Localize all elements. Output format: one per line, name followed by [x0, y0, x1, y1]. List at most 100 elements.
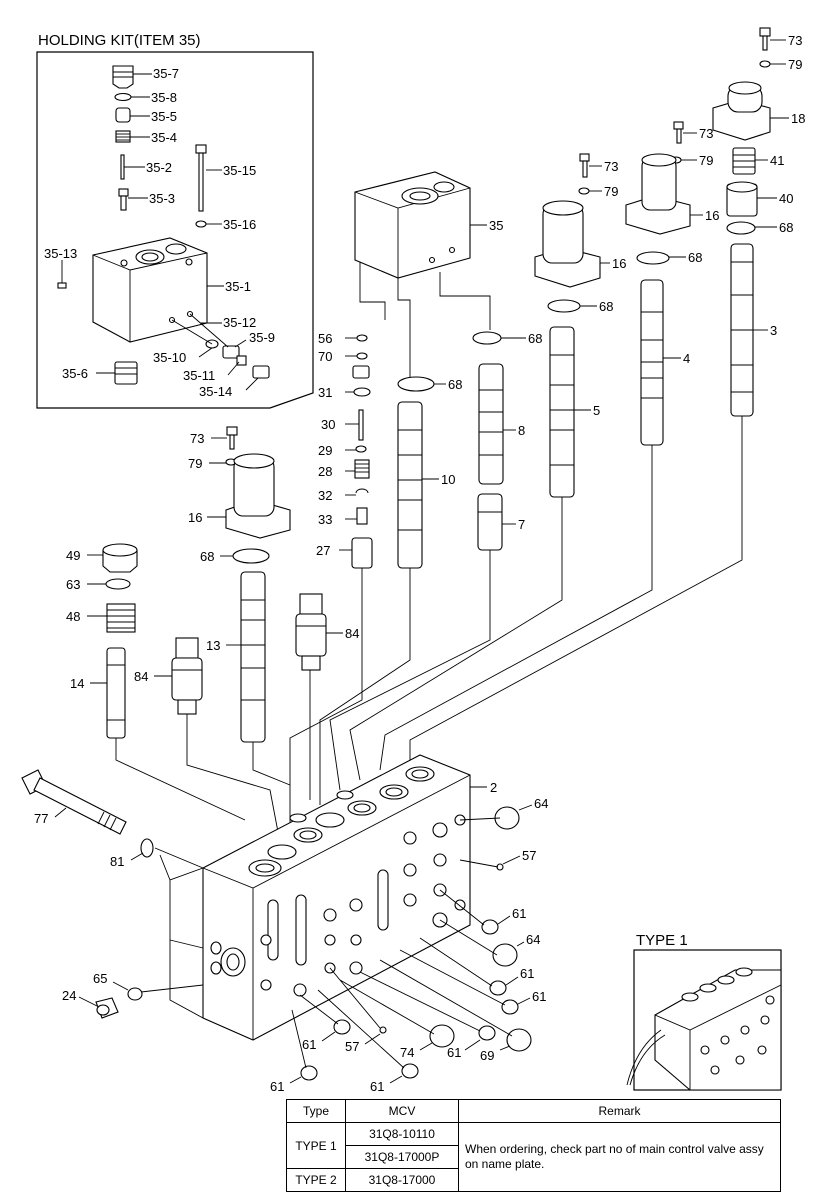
oring-68-b: [636, 251, 670, 265]
kit-pin-35-2: [120, 154, 125, 180]
table-header-remark: Remark: [458, 1099, 781, 1123]
tie-bolt-77: [21, 769, 127, 835]
washer-29: [355, 445, 367, 453]
main-leaders: [54, 39, 789, 1084]
label-57: 57: [522, 848, 536, 863]
oring-68-left: [232, 548, 270, 564]
oring-56: [356, 334, 368, 342]
kit-screw-35-13: [57, 282, 67, 289]
pin-30: [358, 409, 364, 441]
holding-kit-frame: [36, 51, 314, 409]
spring-28: [354, 459, 370, 479]
label-61: 61: [447, 1045, 461, 1060]
label-68: 68: [779, 220, 793, 235]
label-79: 79: [699, 153, 713, 168]
table-header-type: Type: [286, 1099, 346, 1123]
label-14: 14: [70, 676, 84, 691]
label-16: 16: [188, 510, 202, 525]
label-61: 61: [512, 906, 526, 921]
washer-79-third: [578, 187, 590, 195]
label-35-15: 35-15: [223, 163, 256, 178]
kit-bolt-35-15: [195, 144, 207, 212]
type1-inset: [626, 949, 782, 1091]
cover-18: [712, 81, 771, 141]
label-2: 2: [490, 780, 497, 795]
label-10: 10: [441, 472, 455, 487]
table-header-row: Type MCV Remark: [286, 1099, 781, 1123]
table-cell-type: TYPE 1: [286, 1122, 346, 1169]
label-68: 68: [528, 331, 542, 346]
oring-61-e: [401, 1063, 419, 1079]
label-35-8: 35-8: [151, 90, 177, 105]
spool-7: [477, 493, 503, 551]
kit-block-35-1: [92, 237, 208, 343]
spool-3: [730, 243, 754, 417]
table-cell-remark: When ordering, check part no of main con…: [458, 1122, 781, 1192]
cover-16-left: [225, 453, 291, 539]
label-81: 81: [110, 854, 124, 869]
oring-61-g: [300, 1065, 318, 1081]
label-35-5: 35-5: [151, 109, 177, 124]
spool-8: [478, 363, 504, 485]
label-61: 61: [520, 966, 534, 981]
label-32: 32: [318, 488, 332, 503]
label-61: 61: [370, 1079, 384, 1094]
holding-block-35: [354, 171, 471, 279]
label-73: 73: [788, 33, 802, 48]
label-7: 7: [518, 517, 525, 532]
table-row: TYPE 2 31Q8-17000: [286, 1168, 781, 1192]
label-57: 57: [345, 1039, 359, 1054]
plug-31: [352, 365, 370, 379]
plug-33: [356, 507, 368, 525]
cover-16-upper: [625, 153, 691, 235]
inset-title: TYPE 1: [636, 932, 688, 949]
label-64: 64: [526, 932, 540, 947]
oring-68-e: [397, 376, 435, 392]
type-table: Type MCV Remark TYPE 1 31Q8-10110 When o…: [286, 1099, 781, 1192]
label-35-10: 35-10: [153, 350, 186, 365]
label-35-11: 35-11: [183, 368, 215, 383]
oring-57-lower: [379, 1026, 387, 1034]
label-48: 48: [66, 609, 80, 624]
oring-leaders: [140, 817, 513, 1069]
spool-5: [549, 326, 575, 498]
label-35-13: 35-13: [44, 246, 77, 261]
label-5: 5: [593, 403, 600, 418]
label-35-3: 35-3: [149, 191, 175, 206]
kit-spring-35-4: [115, 130, 131, 143]
kit-plug-35-9: [222, 345, 240, 359]
oring-61-a: [481, 919, 499, 935]
label-35-16: 35-16: [223, 217, 256, 232]
oring-68-c: [547, 299, 581, 313]
label-68: 68: [200, 549, 214, 564]
poppet-14: [106, 647, 126, 739]
label-35-12: 35-12: [223, 315, 256, 330]
label-70: 70: [318, 349, 332, 364]
kit-leaders: [61, 73, 259, 391]
label-3: 3: [770, 323, 777, 338]
table-cell-type: TYPE 2: [286, 1168, 346, 1192]
label-35-7: 35-7: [153, 66, 179, 81]
kit-oring-35-8: [114, 92, 132, 102]
table-row: TYPE 1 31Q8-10110 When ordering, check p…: [286, 1122, 781, 1192]
label-69: 69: [480, 1048, 494, 1063]
label-31: 31: [318, 385, 332, 400]
table-cell-mcv: 31Q8-10110: [345, 1122, 459, 1146]
oring-31: [353, 387, 371, 397]
oring-64-lower: [492, 943, 518, 967]
label-24: 24: [62, 988, 76, 1003]
label-64: 64: [534, 796, 548, 811]
spring-48: [106, 603, 136, 633]
label-61: 61: [270, 1079, 284, 1094]
label-68: 68: [688, 250, 702, 265]
oring-61-b: [489, 980, 507, 996]
label-16: 16: [705, 208, 719, 223]
label-56: 56: [318, 331, 332, 346]
label-18: 18: [791, 111, 805, 126]
bolt-73-second: [673, 121, 684, 144]
plug-24: [95, 997, 119, 1019]
sleeve-27: [351, 537, 373, 569]
spool-13: [240, 571, 266, 743]
label-29: 29: [318, 443, 332, 458]
